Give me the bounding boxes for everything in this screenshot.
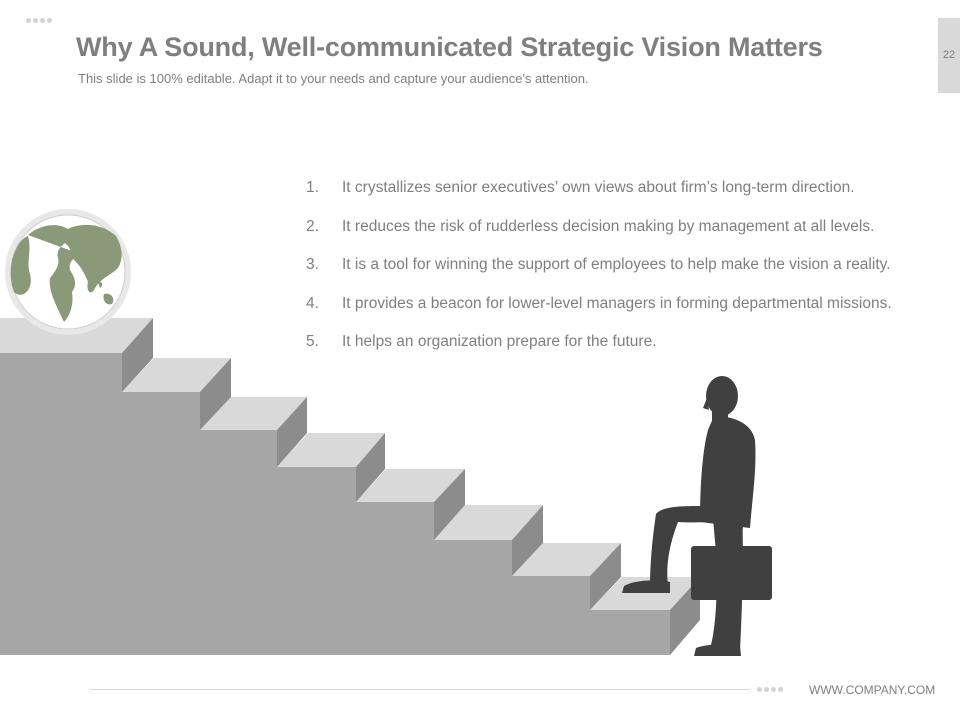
list-item: 1. It crystallizes senior executives’ ow… <box>306 179 892 218</box>
list-item: 4. It provides a beacon for lower-level … <box>306 295 892 334</box>
globe-icon <box>5 209 131 335</box>
step-top-6 <box>434 505 543 540</box>
step-top-8 <box>590 577 700 610</box>
decorative-dots-top <box>26 18 52 23</box>
step-top-3 <box>200 397 307 430</box>
step-top-7 <box>512 543 621 576</box>
list-item-number: 2. <box>306 217 319 235</box>
list-item-text: It crystallizes senior executives’ own v… <box>342 179 855 196</box>
step-top-2 <box>122 358 231 392</box>
footer-website-link[interactable]: WWW.COMPANY.COM <box>809 683 936 697</box>
list-item-number: 3. <box>306 256 319 273</box>
slide-subtitle: This slide is 100% editable. Adapt it to… <box>78 71 589 86</box>
step-side-1 <box>122 318 153 392</box>
step-side-7 <box>590 543 621 610</box>
step-top-5 <box>356 469 465 502</box>
step-side-5 <box>434 469 465 540</box>
step-side-6 <box>512 505 543 576</box>
vision-points-list: 1. It crystallizes senior executives’ ow… <box>306 179 892 372</box>
list-item-text: It is a tool for winning the support of … <box>342 256 891 273</box>
list-item-text: It reduces the risk of rudderless decisi… <box>342 217 875 235</box>
list-item-number: 4. <box>306 294 319 312</box>
step-side-2 <box>200 358 231 430</box>
decorative-dots-bottom <box>757 687 783 692</box>
list-item-number: 5. <box>306 333 319 350</box>
step-side-4 <box>356 433 385 502</box>
list-item: 3. It is a tool for winning the support … <box>306 256 892 295</box>
list-item-text: It helps an organization prepare for the… <box>342 333 657 350</box>
list-item-number: 1. <box>306 179 319 196</box>
slide-title: Why A Sound, Well-communicated Strategic… <box>76 32 823 62</box>
list-item: 5. It helps an organization prepare for … <box>306 333 892 372</box>
step-top-4 <box>277 433 385 467</box>
step-side-3 <box>277 397 307 467</box>
list-item-text: It provides a beacon for lower-level man… <box>342 294 892 312</box>
stairs-body <box>0 353 670 655</box>
footer-divider <box>90 689 750 690</box>
businessman-silhouette <box>622 376 772 656</box>
page-number: 22 <box>938 18 960 93</box>
list-item: 2. It reduces the risk of rudderless dec… <box>306 218 892 257</box>
